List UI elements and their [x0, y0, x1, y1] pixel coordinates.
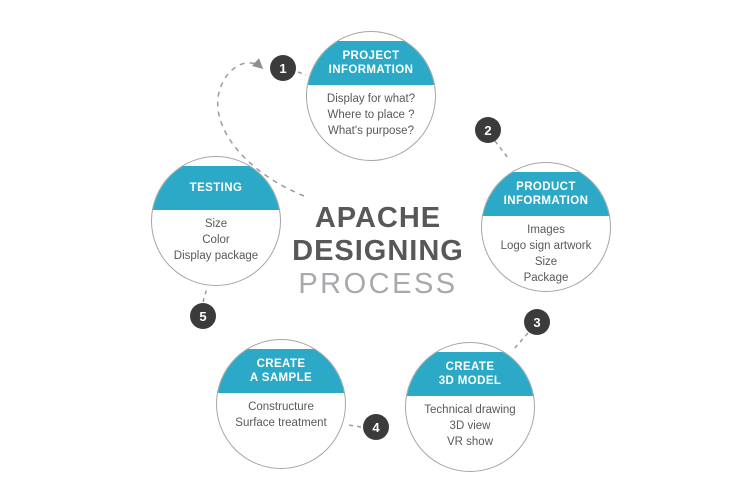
step-4-title: CREATE A SAMPLE — [217, 349, 345, 393]
step-3-body-line3: VR show — [446, 436, 494, 448]
step-1-body-line1: Display for what? — [326, 93, 416, 105]
step-5-body: Size Color Display package — [156, 216, 276, 264]
connector-3 — [512, 332, 529, 351]
title-line-apache: APACHE — [314, 202, 442, 234]
step-1-body-line3: What's purpose? — [328, 125, 414, 137]
diagram-title: APACHE DESIGNING PROCESS — [268, 202, 488, 301]
step-3-body: Technical drawing 3D view VR show — [410, 402, 530, 450]
title-line-designing: DESIGNING — [292, 235, 464, 267]
step-1-title: PROJECT INFORMATION — [307, 41, 435, 85]
step-3-title-line2: 3D MODEL — [438, 375, 502, 387]
step-number-4: 4 — [363, 414, 389, 440]
step-2-body-line3: Size — [534, 256, 558, 268]
connector-2 — [494, 140, 509, 159]
step-circle-create-3d-model: CREATE 3D MODEL Technical drawing 3D vie… — [405, 342, 535, 472]
step-2-body-line4: Package — [523, 272, 569, 284]
step-2-body: Images Logo sign artwork Size Package — [486, 222, 606, 286]
connector-1 — [297, 71, 307, 76]
step-number-5: 5 — [190, 303, 216, 329]
step-circle-create-a-sample: CREATE A SAMPLE Constructure Surface tre… — [216, 339, 346, 469]
step-4-body-line2: Surface treatment — [235, 417, 327, 429]
step-circle-project-information: PROJECT INFORMATION Display for what? Wh… — [306, 31, 436, 161]
step-1-title-line1: PROJECT — [342, 50, 400, 62]
step-3-body-line2: 3D view — [449, 420, 491, 432]
step-circle-product-information: PRODUCT INFORMATION Images Logo sign art… — [481, 162, 611, 292]
step-number-3: 3 — [524, 309, 550, 335]
step-5-body-line2: Color — [202, 234, 230, 246]
step-number-1: 1 — [270, 55, 296, 81]
step-2-body-line1: Images — [527, 224, 565, 236]
step-5-title: TESTING — [152, 166, 280, 210]
step-4-title-line2: A SAMPLE — [249, 372, 313, 384]
step-1-body-line2: Where to place ? — [327, 109, 415, 121]
step-3-title-line1: CREATE — [445, 361, 495, 373]
step-1-body: Display for what? Where to place ? What'… — [311, 91, 431, 139]
step-number-2: 2 — [475, 117, 501, 143]
step-2-body-line2: Logo sign artwork — [500, 240, 592, 252]
step-5-body-line1: Size — [204, 218, 228, 230]
step-3-title: CREATE 3D MODEL — [406, 352, 534, 396]
step-2-title: PRODUCT INFORMATION — [482, 172, 610, 216]
connector-5 — [202, 287, 208, 303]
step-2-title-line1: PRODUCT — [516, 181, 576, 193]
title-line-process: PROCESS — [298, 268, 458, 300]
step-4-body: Constructure Surface treatment — [221, 399, 341, 431]
step-4-title-line1: CREATE — [256, 358, 306, 370]
step-3-body-line1: Technical drawing — [424, 404, 516, 416]
step-circle-testing: TESTING Size Color Display package — [151, 156, 281, 286]
step-5-title-line1: TESTING — [189, 182, 243, 194]
step-2-title-line2: INFORMATION — [503, 195, 589, 207]
step-1-title-line2: INFORMATION — [328, 64, 414, 76]
connector-4 — [347, 424, 362, 428]
step-4-body-line1: Constructure — [248, 401, 314, 413]
step-5-body-line3: Display package — [173, 250, 259, 262]
